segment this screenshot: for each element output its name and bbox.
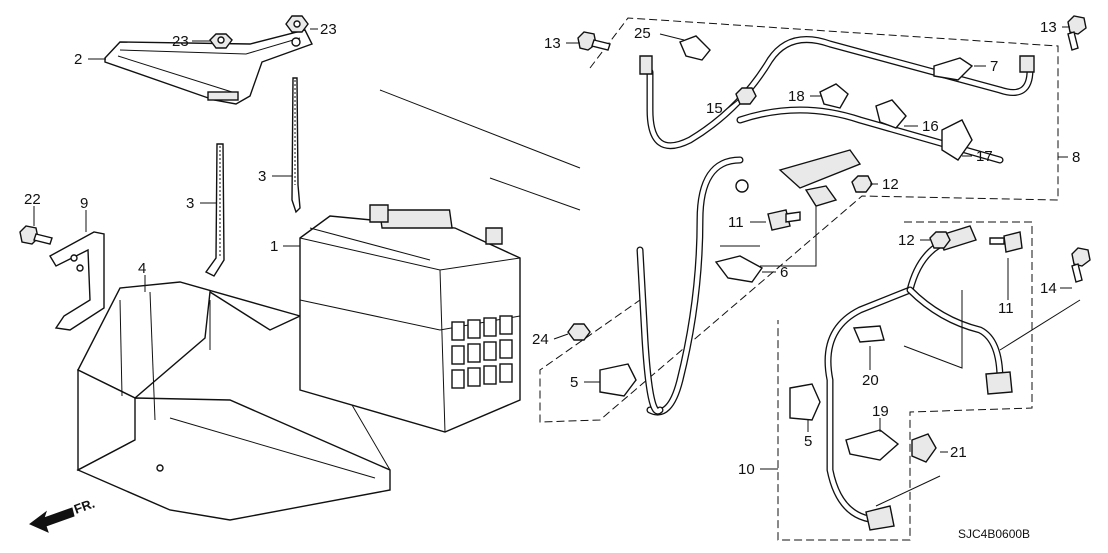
part-label-23: 23: [320, 21, 337, 38]
part-label-19: 19: [872, 403, 889, 420]
front-indicator-label: FR.: [72, 496, 97, 517]
assembly-frame-part-8: [539, 17, 1059, 423]
part-label-14: 14: [1040, 280, 1057, 297]
part-label-15: 15: [706, 100, 723, 117]
part-label-9: 9: [80, 195, 88, 212]
part-label-8: 8: [1072, 149, 1080, 166]
clip-part-18: [819, 83, 849, 109]
part-label-11: 11: [998, 300, 1014, 317]
label-leaders: [33, 26, 1072, 470]
part-label-7: 7: [990, 58, 998, 75]
part-label-11: 11: [728, 214, 744, 231]
battery-cell-grid: [451, 315, 513, 389]
battery-bolt-part-3-left: [204, 143, 225, 277]
clip-part-21: [911, 433, 937, 463]
part-label-5: 5: [570, 374, 578, 391]
leader-line: [379, 89, 581, 169]
part-label-24: 24: [532, 331, 549, 348]
part-label-2: 2: [74, 51, 82, 68]
part-label-21: 21: [950, 444, 967, 461]
clip-part-16: [875, 99, 907, 129]
part-label-4: 4: [138, 260, 146, 277]
clip-part-17: [941, 119, 973, 161]
leader-line: [875, 475, 941, 507]
leader-line: [999, 299, 1081, 351]
clip-part-7: [933, 57, 974, 81]
clip-part-19: [845, 429, 900, 461]
bolt-part-13-left: [577, 31, 611, 51]
bolt-part-22: [19, 225, 53, 245]
terminal-part-11-bottom: [989, 231, 1023, 253]
bolt-part-14: [1071, 247, 1091, 283]
nut-part-23-left: [209, 33, 233, 49]
clip-part-20: [852, 325, 885, 343]
part-label-12: 12: [882, 176, 899, 193]
part-label-6: 6: [780, 264, 788, 281]
part-label-10: 10: [738, 461, 755, 478]
front-direction-arrow-icon: [29, 507, 75, 533]
assembly-frame-part-10: [777, 221, 1033, 541]
nut-part-12-top: [851, 175, 873, 193]
part-label-13: 13: [544, 35, 561, 52]
part-label-5: 5: [804, 433, 812, 450]
part-label-16: 16: [922, 118, 939, 135]
part-label-3: 3: [186, 195, 194, 212]
part-label-12: 12: [898, 232, 915, 249]
part-label-23: 23: [172, 33, 189, 50]
bracket-part-9: [49, 231, 105, 331]
clip-part-5-right: [789, 383, 821, 421]
part-label-22: 22: [24, 191, 41, 208]
clip-part-6: [714, 255, 764, 283]
part-label-3: 3: [258, 168, 266, 185]
clip-part-25: [679, 35, 711, 61]
nut-part-23-right: [285, 15, 309, 33]
battery-setting-plate-part-2: [104, 29, 313, 105]
ground-cable-part-8: [636, 36, 1035, 416]
battery-part-1: [299, 204, 521, 433]
part-label-25: 25: [634, 25, 651, 42]
part-label-1: 1: [270, 238, 278, 255]
battery-bolt-part-3-right: [291, 77, 301, 214]
drawing-code: SJC4B0600B: [958, 527, 1030, 541]
nut-part-24: [567, 323, 591, 341]
leader-line: [903, 290, 963, 369]
part-label-13: 13: [1040, 19, 1057, 36]
clip-part-5-left: [599, 363, 637, 397]
part-label-20: 20: [862, 372, 879, 389]
part-label-18: 18: [788, 88, 805, 105]
battery-cable-part-10: [824, 225, 1013, 531]
battery-box-part-4: [76, 281, 391, 521]
leader-line: [760, 206, 817, 267]
nut-part-12-bottom: [929, 231, 951, 249]
nut-part-15: [735, 87, 757, 105]
terminal-part-11-top: [767, 185, 838, 231]
leader-line: [489, 177, 581, 211]
part-label-17: 17: [976, 148, 993, 165]
bolt-part-13-right: [1067, 15, 1087, 51]
